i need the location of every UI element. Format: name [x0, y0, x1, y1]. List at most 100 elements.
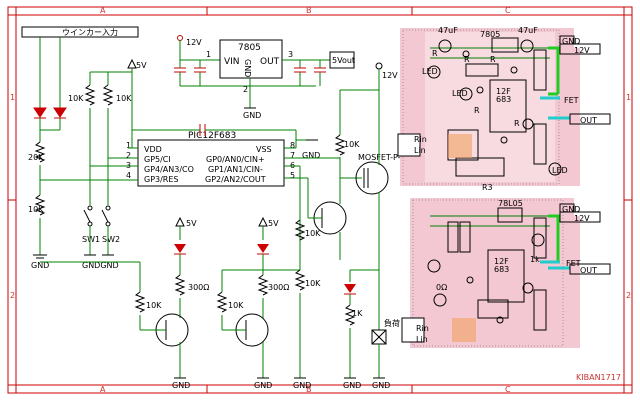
watermark: KIBAN1717: [576, 373, 621, 382]
vcc-5v-symbol: [127, 58, 137, 69]
resistor-20k: [34, 141, 46, 163]
board-top-reg: 7805: [480, 30, 500, 39]
mcu-pin-gp4: GP4/AN3/CO: [144, 165, 194, 174]
led3-r-label: 1K: [352, 309, 363, 318]
led2-r-label: 300Ω: [268, 283, 289, 292]
reg-gnd-label: GND: [243, 111, 261, 120]
input-diodes: [33, 37, 67, 142]
led1-gnd-label: GND: [172, 381, 190, 390]
led2-rb-label: 10K: [228, 301, 244, 310]
board-top-led-r: LED: [552, 166, 568, 175]
sw1-contact: [87, 205, 93, 211]
pullup-resistor-2: [102, 84, 114, 106]
mcu-pin-vdd: VDD: [144, 145, 162, 154]
row-label-2-left: 2: [10, 291, 15, 300]
board-top-r2: R: [464, 55, 470, 64]
sw2-contact: [105, 205, 111, 211]
board-bottom: [401, 198, 580, 348]
reg-pin3: 3: [288, 50, 293, 59]
board-top-mcu2: 683: [496, 95, 511, 104]
mcu-num-7: 7: [290, 151, 295, 160]
board-bottom-gnd: GND: [562, 205, 580, 214]
board-top-r4: R: [514, 119, 520, 128]
led1-base-resistor: [134, 291, 146, 313]
board-top-lin: Lin: [414, 146, 426, 155]
sw1-lever: [83, 209, 91, 223]
reg-gnd: GND: [243, 59, 252, 77]
led3: [344, 284, 356, 293]
led2-v-label: 5V: [268, 219, 279, 228]
board-top-led-l: LED: [422, 67, 438, 76]
resistor-fet-pullup: [334, 134, 346, 156]
row-label-1-left: 1: [10, 93, 15, 102]
pullup-resistor-1: [84, 84, 96, 106]
col-label-a-top: A: [100, 6, 106, 15]
led2: [257, 244, 269, 253]
board-top-cap-a: 47uF: [438, 26, 458, 35]
row-label-1-right: 1: [626, 93, 631, 102]
board-bottom-lin: Lin: [416, 335, 428, 344]
board-bottom-mcu: 12F: [494, 257, 509, 266]
r10k-a-label: 10K: [68, 94, 84, 103]
mcu-pin-gp2: GP2/AN2/COUT: [205, 175, 266, 184]
sw1-label: SW1: [82, 235, 100, 244]
col-label-b-bottom: B: [306, 385, 312, 394]
r10k-divider-label: 10K: [28, 205, 44, 214]
board-top-mcu: 12F: [496, 87, 511, 96]
board-bottom-12v: 12V: [574, 214, 590, 223]
v12-reg-label: 12V: [186, 38, 202, 47]
mcu-num-2: 2: [126, 151, 131, 160]
q3-rb-label: 10K: [305, 229, 321, 238]
mcu-pin-gp0: GP0/AN0/CIN+: [206, 155, 265, 164]
board-top-gnd: GND: [562, 37, 580, 46]
led1-r-label: 300Ω: [188, 283, 209, 292]
led2-base-resistor: [216, 291, 228, 313]
board-bottom-rin: Rin: [416, 324, 429, 333]
reg-pin1: 1: [206, 50, 211, 59]
v5-out-label: 5Vout: [332, 56, 355, 65]
v12-right-label: 12V: [382, 71, 398, 80]
sw2-lever: [101, 209, 109, 223]
board-top-rin: Rin: [414, 135, 427, 144]
led2-gnd-label: GND: [254, 381, 272, 390]
regulator-7805: [219, 39, 283, 79]
led1-rb-label: 10K: [146, 301, 162, 310]
reg-vin: VIN: [224, 57, 240, 67]
col-label-c-bottom: C: [505, 385, 511, 394]
mcu-name: PIC12F683: [188, 131, 236, 141]
board-top: [397, 28, 580, 186]
mcu-num-5: 5: [290, 171, 295, 180]
mcu-num-4: 4: [126, 171, 131, 180]
mcu-pin-gp1: GP1/AN1/CIN-: [208, 165, 263, 174]
mcu-num-1: 1: [126, 141, 131, 150]
board-bottom-reg: 78L05: [498, 199, 523, 208]
led1-resistor: [174, 274, 186, 296]
board-top-r3: R: [490, 55, 496, 64]
gnd-label-switches: GNDGND: [82, 261, 119, 270]
mcu-pin-vss: VSS: [256, 145, 272, 154]
q3-emitter-resistor: [294, 269, 306, 291]
board-top-led-m: LED: [452, 89, 468, 98]
resistor-10k-divider: [34, 194, 46, 216]
led1: [174, 244, 186, 253]
reg-name: 7805: [238, 43, 261, 53]
board-bottom-out: OUT: [580, 266, 597, 275]
mosfet-label: MOSFET-P-C: [358, 153, 407, 162]
col-label-b-top: B: [306, 6, 312, 15]
load-label: 負荷: [384, 318, 400, 328]
board-bottom-r1k: 1k: [530, 255, 540, 264]
r10k-b-label: 10K: [116, 94, 132, 103]
mcu-num-8: 8: [290, 141, 295, 150]
mcu-pic12f683: [137, 139, 285, 187]
board-top-cap-b: 47uF: [518, 26, 538, 35]
q3-re-label: 10K: [305, 279, 321, 288]
r20k-label: 20K: [28, 153, 44, 162]
board-top-out: OUT: [580, 116, 597, 125]
reg-out: OUT: [260, 57, 280, 67]
load-gnd-label: GND: [372, 381, 390, 390]
v12-terminal: [177, 35, 183, 41]
gnd-label-divider: GND: [31, 261, 49, 270]
mcu-gnd-label: GND: [302, 151, 320, 160]
reg-pin2: 2: [243, 85, 248, 94]
